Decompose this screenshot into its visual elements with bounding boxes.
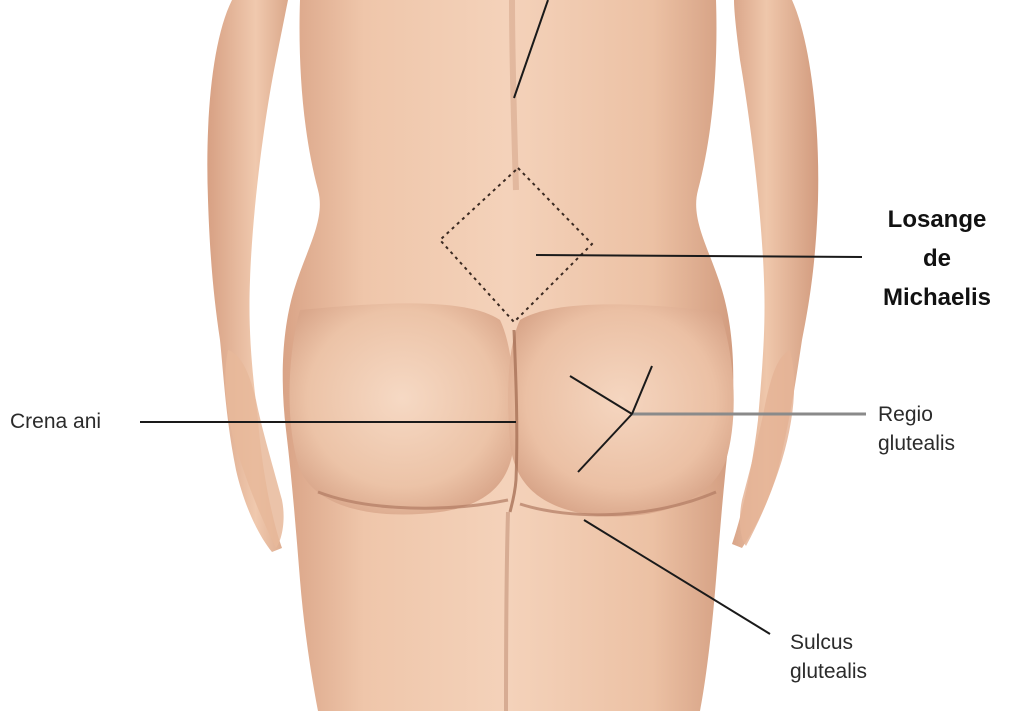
label-sulcus-glutealis: Sulcus glutealis [790, 630, 867, 684]
label-regio-line-2: glutealis [878, 431, 955, 456]
thigh-gap [506, 512, 508, 711]
label-losange-line-2: de [862, 239, 1012, 278]
label-sulcus-line-1: Sulcus [790, 630, 867, 655]
label-losange-line-3: Michaelis [862, 278, 1012, 317]
label-losange-de-michaelis: Losange de Michaelis [862, 200, 1012, 317]
label-crena-ani: Crena ani [10, 409, 101, 434]
label-regio-glutealis: Regio glutealis [878, 402, 955, 456]
right-buttock [508, 304, 734, 516]
label-regio-line-1: Regio [878, 402, 955, 427]
left-buttock [290, 303, 515, 514]
label-sulcus-line-2: glutealis [790, 659, 867, 684]
label-losange-line-1: Losange [862, 200, 1012, 239]
